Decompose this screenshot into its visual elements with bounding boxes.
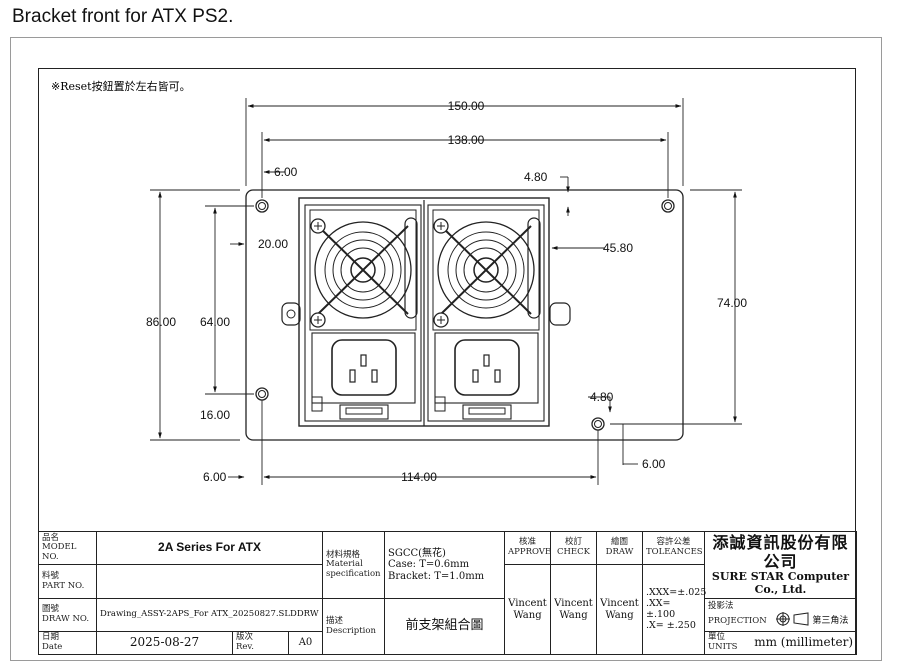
fan-screw-right-top xyxy=(433,218,449,234)
drawno-label-cn: 圖號 xyxy=(42,604,60,615)
bracket-plate xyxy=(245,189,684,441)
side-tab-left xyxy=(281,302,301,326)
model-label-en: MODEL NO. xyxy=(42,542,77,563)
company-name-en: SURE STAR Computer Co., Ltd. xyxy=(711,569,850,596)
mounting-hole-top-right xyxy=(661,199,675,213)
material-label-en1: Material xyxy=(326,559,363,570)
material-label-cn: 材料規格 xyxy=(326,549,361,560)
fan-screw-left-bottom xyxy=(310,312,326,328)
part-label-en: PART NO. xyxy=(42,580,85,591)
draw-label-en: DRAW xyxy=(605,547,634,558)
tolerance-line2: .XX= ±.100 xyxy=(646,597,676,620)
dim-inner-height: 64.00 xyxy=(200,315,230,329)
date-value: 2025-08-27 xyxy=(96,630,233,656)
material-line1: SGCC(無花) xyxy=(388,547,446,559)
rev-label-cn: 版次 xyxy=(236,632,254,643)
dim-top-hole-offset: 4.80 xyxy=(524,170,548,184)
dim-right-edge: 6.00 xyxy=(642,457,666,471)
fan-screw-right-bottom xyxy=(433,312,449,328)
drawno-value: Drawing_ASSY-2APS_For ATX_20250827.SLDDR… xyxy=(96,598,323,632)
psu-module-left xyxy=(304,204,422,422)
date-label-en: Date xyxy=(42,641,63,652)
drawno-label-en: DRAW NO. xyxy=(42,614,90,624)
dim-right-height: 74.00 xyxy=(717,296,747,310)
mounting-hole-bottom-left xyxy=(255,387,269,401)
units-label-en: UNITS xyxy=(708,641,738,652)
approve-name: Vincent Wang xyxy=(504,564,551,655)
drawing-frame xyxy=(38,68,856,655)
tolerance-label-cn: 容許公差 xyxy=(656,537,691,548)
dim-overall-height: 86.00 xyxy=(146,315,176,329)
units-label-cn: 單位 xyxy=(708,632,726,643)
rev-label-en: Rev. xyxy=(236,641,254,652)
material-line3: Bracket: T=1.0mm xyxy=(388,570,485,582)
dim-left-edge: 6.00 xyxy=(203,470,227,484)
check-label-cn: 校訂 xyxy=(564,537,582,548)
date-label-cn: 日期 xyxy=(42,632,60,643)
draw-name: Vincent Wang xyxy=(596,564,643,655)
tolerance-line3: .X= ±.250 xyxy=(646,619,696,631)
dim-hole-span: 138.00 xyxy=(448,133,485,147)
dim-overall-width: 150.00 xyxy=(448,99,485,113)
desc-label-en: Description xyxy=(326,625,376,636)
desc-value: 前支架組合圖 xyxy=(384,598,505,655)
projection-label-cn: 投影法 xyxy=(708,600,734,611)
model-label-cn: 品名 xyxy=(42,532,60,543)
dim-right-offset: 45.80 xyxy=(603,241,633,255)
desc-label-cn: 描述 xyxy=(326,615,344,626)
company-name-cn: 添誠資訊股份有限公司 xyxy=(712,533,849,571)
material-line2: Case: T=0.6mm xyxy=(388,559,470,571)
dim-bottom-hole-offset: 4.80 xyxy=(590,390,614,404)
material-label-en2: specification xyxy=(326,569,381,580)
mounting-hole-top-left xyxy=(255,199,269,213)
check-label-en: CHECK xyxy=(557,547,590,558)
projection-label-en: PROJECTION xyxy=(708,615,767,626)
model-value: 2A Series For ATX xyxy=(96,530,323,566)
rev-value: A0 xyxy=(288,630,323,656)
psu-module-right xyxy=(427,204,545,422)
approve-label-en: APPROVE xyxy=(508,547,552,558)
projection-value: 第三角法 xyxy=(812,615,849,626)
dim-fan-offset: 20.00 xyxy=(258,237,288,251)
mounting-hole-bottom-right xyxy=(591,417,605,431)
tolerance-label-en: TOLEANCES xyxy=(646,547,703,558)
side-tab-right xyxy=(549,302,571,326)
draw-label-cn: 繪圖 xyxy=(610,537,628,548)
approve-label-cn: 核准 xyxy=(518,537,536,548)
dim-bottom-offset: 16.00 xyxy=(200,408,230,422)
fan-screw-left-top xyxy=(310,218,326,234)
drawing-sheet xyxy=(10,37,882,661)
dim-bottom-span: 114.00 xyxy=(401,470,437,484)
check-name: Vincent Wang xyxy=(550,564,597,655)
page-heading: Bracket front for ATX PS2. xyxy=(12,6,234,27)
dim-hole-edge-offset: 6.00 xyxy=(274,165,298,179)
tolerance-line1: .XXX=±.025 xyxy=(646,586,707,598)
part-label-cn: 料號 xyxy=(42,571,60,582)
projection-symbol-icon xyxy=(775,611,810,629)
drawing-note: ※Reset按鈕置於左右皆可。 xyxy=(51,79,191,93)
part-value xyxy=(96,564,323,600)
units-value: mm (millimeter) xyxy=(754,634,853,649)
